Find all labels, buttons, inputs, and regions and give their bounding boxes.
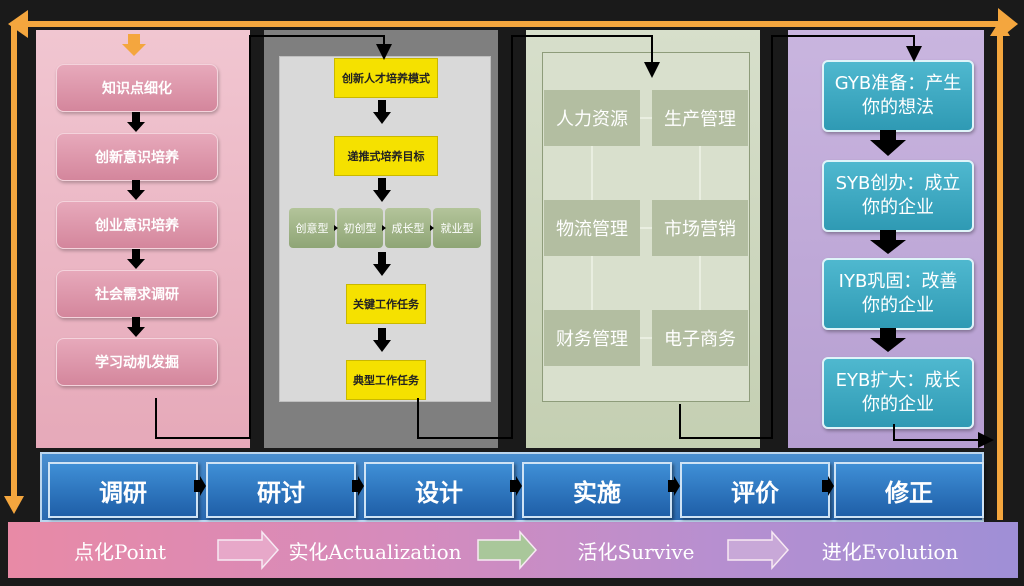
evolution-arrows: [870, 130, 906, 352]
frame-arrow-up-right: [990, 20, 1010, 36]
type-startup: 初创型: [337, 208, 383, 248]
flow-connectors: [155, 35, 994, 448]
training-goal-box: 递推式培养目标: [334, 136, 438, 176]
point-step-1: 知识点细化: [56, 64, 218, 112]
step-evaluate: 评价: [680, 462, 830, 518]
gyb-box: GYB准备：产生你的想法: [822, 60, 974, 132]
typical-task-box: 典型工作任务: [346, 360, 426, 400]
type-growth: 成长型: [385, 208, 431, 248]
start-arrow-icon: [122, 34, 146, 56]
point-arrows: [127, 112, 145, 337]
phase-survive: 活化Survive: [577, 539, 695, 564]
syb-box: SYB创办：成立你的企业: [822, 160, 974, 232]
step-research: 调研: [48, 462, 198, 518]
frame-arrow-top-left: [8, 10, 28, 38]
step-discuss: 研讨: [206, 462, 356, 518]
step-revise: 修正: [834, 462, 984, 518]
phase-evolution: 进化Evolution: [821, 539, 959, 564]
point-step-5: 学习动机发掘: [56, 338, 218, 386]
field-connectors: [591, 117, 701, 339]
training-mode-box: 创新人才培养模式: [334, 58, 438, 98]
point-step-3: 创业意识培养: [56, 201, 218, 249]
type-creative: 创意型: [289, 208, 335, 248]
field-hr: 人力资源: [544, 90, 640, 146]
type-employment: 就业型: [433, 208, 481, 248]
field-marketing: 市场营销: [652, 200, 748, 256]
cycle-frame-arrow: [11, 21, 1003, 520]
field-production: 生产管理: [652, 90, 748, 146]
iyb-box: IYB巩固：改善你的企业: [822, 258, 974, 330]
phase-arrows: [217, 530, 790, 570]
type-arrows: [334, 225, 434, 231]
frame-arrow-down-left: [4, 496, 24, 514]
field-finance: 财务管理: [544, 310, 640, 366]
actualization-arrows: [373, 100, 391, 352]
field-ecommerce: 电子商务: [652, 310, 748, 366]
step-arrows: [194, 476, 834, 496]
eyb-box: EYB扩大：成长你的企业: [822, 357, 974, 429]
field-logistics: 物流管理: [544, 200, 640, 256]
phase-point: 点化Point: [73, 539, 166, 564]
phase-actualization: 实化Actualization: [288, 539, 462, 564]
step-implement: 实施: [522, 462, 672, 518]
key-task-box: 关键工作任务: [346, 284, 426, 324]
point-step-4: 社会需求调研: [56, 270, 218, 318]
